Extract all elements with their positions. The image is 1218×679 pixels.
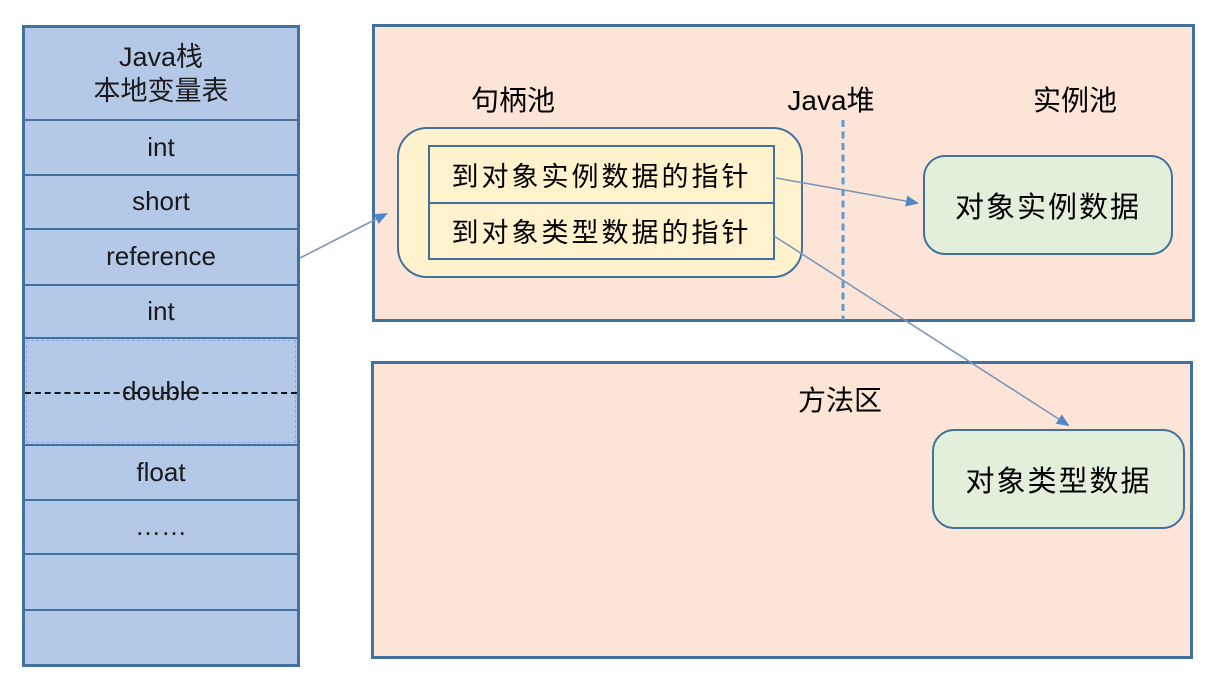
stack-row-int-1: int	[25, 119, 297, 173]
handle-pool-label: 句柄池	[470, 86, 556, 117]
stack-row-float: float	[25, 444, 297, 498]
method-area-label: 方法区	[797, 386, 883, 417]
stack-row-empty-2	[25, 608, 297, 664]
stack-table-header: Java栈 本地变量表	[25, 28, 297, 119]
stack-row-short: short	[25, 173, 297, 228]
stack-row-reference: reference	[25, 228, 297, 283]
stack-row-ellipsis: ……	[25, 498, 297, 553]
java-heap-label: Java堆	[787, 85, 875, 116]
instance-pool-label: 实例池	[1032, 86, 1118, 117]
stack-row-int-2: int	[25, 283, 297, 338]
pointer-to-instance-data-cell: 到对象实例数据的指针	[451, 161, 752, 192]
java-stack-local-variable-table: Java栈 本地变量表 int short reference int doub…	[22, 25, 300, 667]
object-instance-data-box: 对象实例数据	[923, 155, 1173, 255]
stack-title-line2: 本地变量表	[93, 75, 229, 106]
object-type-data-box: 对象类型数据	[932, 429, 1185, 529]
stack-row-double: double	[25, 337, 297, 444]
stack-title-line1: Java栈	[118, 41, 204, 72]
handle-pointer-table: 到对象实例数据的指针 到对象类型数据的指针	[428, 145, 775, 260]
stack-row-empty-1	[25, 553, 297, 608]
pointer-to-type-data-cell: 到对象类型数据的指针	[430, 201, 773, 259]
